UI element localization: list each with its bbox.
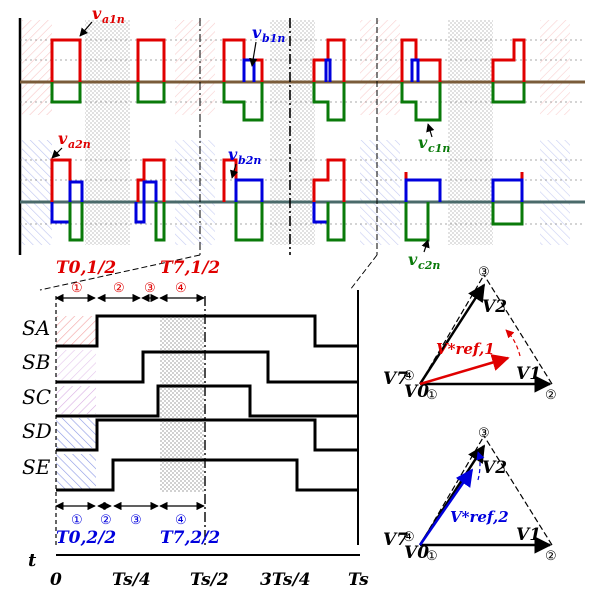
row2-phase-c — [68, 202, 524, 242]
svg-text:②: ② — [113, 281, 125, 296]
svg-text:V*ref,1: V*ref,1 — [436, 340, 495, 358]
svg-text:SD: SD — [22, 419, 52, 443]
label-vc2n: v c2n — [408, 239, 440, 272]
svg-text:v: v — [228, 145, 238, 164]
vector-diagram-2: V2 V1 V7 V0 V*ref,2 ① ② ③ ④ — [383, 426, 557, 564]
svg-text:①: ① — [426, 549, 438, 564]
top-segment-marks: ① ② ③ ④ — [71, 281, 187, 296]
svg-text:V0: V0 — [404, 382, 429, 402]
signal-sa — [56, 314, 358, 348]
vector-diagram-1: V2 V1 V7 V0 V*ref,1 ① ② ③ ④ — [383, 265, 557, 403]
svg-text:v: v — [408, 250, 418, 269]
svg-text:SA: SA — [22, 316, 50, 340]
svg-text:④: ④ — [403, 530, 415, 545]
svg-text:0: 0 — [50, 570, 62, 590]
label-vb2n: v b2n — [228, 145, 261, 179]
svg-text:①: ① — [71, 513, 83, 528]
svg-text:④: ④ — [175, 513, 187, 528]
signal-labels: SA SB SC SD SE — [22, 316, 52, 479]
svg-text:v: v — [92, 4, 102, 23]
row1-phase-c — [50, 82, 526, 122]
label-t01: T0,1/2 — [56, 258, 116, 278]
svg-text:v: v — [418, 133, 428, 152]
svg-text:b2n: b2n — [238, 154, 261, 167]
svg-text:SB: SB — [22, 350, 50, 374]
svg-text:④: ④ — [403, 369, 415, 384]
label-va2n: v a2n — [51, 129, 91, 159]
svg-text:V7: V7 — [383, 530, 408, 550]
svg-text:③: ③ — [144, 281, 156, 296]
label-vc1n: v c1n — [418, 123, 450, 155]
row1-phase-b — [242, 58, 420, 82]
svg-text:③: ③ — [478, 426, 490, 441]
svg-text:Ts: Ts — [348, 570, 369, 590]
svg-text:②: ② — [100, 513, 112, 528]
svg-text:SC: SC — [22, 385, 51, 409]
axis-ticks: 0 Ts/4 Ts/2 3Ts/4 Ts — [50, 570, 369, 590]
svg-text:Ts/2: Ts/2 — [190, 570, 229, 590]
row1-phase-a — [50, 38, 526, 82]
svg-text:V*ref,2: V*ref,2 — [450, 508, 509, 526]
svg-text:②: ② — [545, 549, 557, 564]
label-vb1n: v b1n — [249, 23, 285, 67]
svg-text:②: ② — [545, 388, 557, 403]
svg-text:Ts/4: Ts/4 — [112, 570, 151, 590]
svg-text:v: v — [58, 129, 68, 148]
top-waveform-panel: v a1n v b1n v c1n v a2n v b2n v c2n — [18, 4, 585, 272]
svg-text:SE: SE — [22, 455, 51, 479]
svg-text:V2: V2 — [482, 297, 507, 317]
svg-text:③: ③ — [130, 513, 142, 528]
svg-text:V1: V1 — [516, 364, 541, 384]
svg-text:V0: V0 — [404, 543, 429, 563]
svg-text:3Ts/4: 3Ts/4 — [260, 570, 311, 590]
label-va1n: v a1n — [79, 4, 125, 37]
svg-text:V2: V2 — [482, 458, 507, 478]
svg-text:④: ④ — [175, 281, 187, 296]
svg-text:③: ③ — [478, 265, 490, 280]
svg-text:V1: V1 — [516, 525, 541, 545]
timing-diagram: T0,1/2 T7,1/2 ① ② ③ ④ SA SB SC — [22, 258, 369, 590]
svg-text:V7: V7 — [383, 369, 408, 389]
label-t72: T7,2/2 — [160, 528, 220, 548]
signal-sd — [56, 418, 358, 452]
svg-text:v: v — [252, 23, 262, 42]
axis-t-label: t — [28, 550, 37, 571]
signal-sb — [56, 350, 358, 384]
bottom-segment-marks: ① ② ③ ④ — [71, 513, 187, 528]
svg-text:①: ① — [426, 388, 438, 403]
svg-text:c2n: c2n — [418, 259, 440, 272]
svg-text:①: ① — [71, 281, 83, 296]
signal-sc — [56, 384, 358, 418]
svg-text:b1n: b1n — [262, 32, 285, 45]
signal-se — [56, 458, 358, 492]
svg-text:c1n: c1n — [428, 142, 450, 155]
label-t71: T7,1/2 — [160, 258, 220, 278]
label-t02: T0,2/2 — [56, 528, 116, 548]
svg-text:a1n: a1n — [102, 13, 125, 26]
svg-text:a2n: a2n — [68, 138, 91, 151]
